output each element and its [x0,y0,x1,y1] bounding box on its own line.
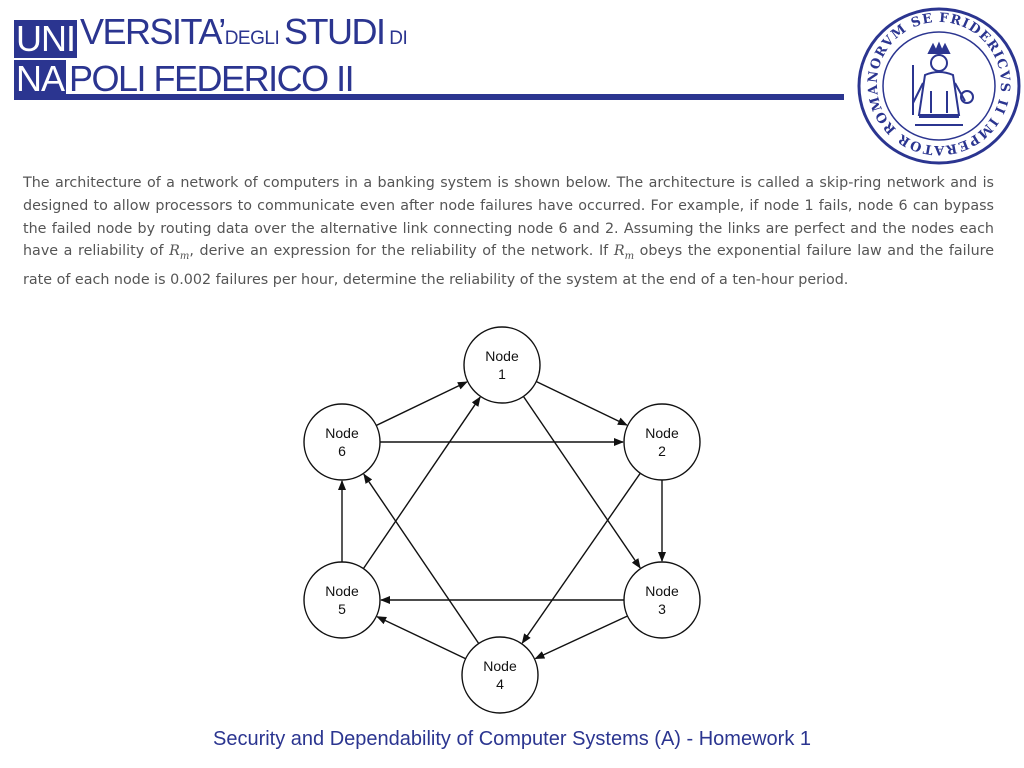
edge-2-to-4 [521,472,641,644]
node-number: 1 [498,366,506,382]
node-3: Node 3 [623,561,701,639]
node-circle [303,561,381,639]
node-circle [623,561,701,639]
reliability-symbol: Rm [613,243,635,263]
university-seal-icon: FRIDERICVS II IMPERATOR ROMANORVM SEMPER… [855,5,1021,165]
node-5: Node 5 [303,561,381,639]
node-4: Node 4 [461,636,539,714]
edge-3-to-4 [534,615,628,660]
node-6: Node 6 [303,403,381,481]
node-number: 2 [658,443,666,459]
node-label: Node [325,583,359,599]
node-number: 3 [658,601,666,617]
node-circle [461,636,539,714]
problem-statement: The architecture of a network of compute… [23,175,995,289]
node-circle [463,326,541,404]
header-divider [14,94,844,100]
edge-1-to-3 [522,396,641,569]
node-label: Node [483,658,517,674]
node-label: Node [485,348,519,364]
logo-box-na: NA [14,58,67,99]
node-label: Node [325,425,359,441]
node-number: 6 [338,443,346,459]
logo-box-uni: UNI [14,18,77,59]
node-circle [623,403,701,481]
node-label: Node [645,425,679,441]
logo-text-1: VERSITA’DEGLI STUDI DI [80,11,408,52]
logo-line-1: UNI VERSITA’DEGLI STUDI DI [14,13,408,59]
footer-title: Security and Dependability of Computer S… [212,728,811,750]
logo-line-2: NA POLI FEDERICO II [14,58,355,99]
node-circle [303,403,381,481]
edge-4-to-5 [376,616,467,660]
node-2: Node 2 [623,403,701,481]
node-number: 4 [496,676,504,692]
edge-1-to-2 [535,380,628,426]
edge-4-to-6 [363,473,480,644]
node-number: 5 [338,601,346,617]
node-label: Node [645,583,679,599]
logo-text-2: POLI FEDERICO II [69,58,355,99]
node-1: Node 1 [463,326,541,404]
reliability-symbol: Rm [169,243,190,263]
university-logo: UNI VERSITA’DEGLI STUDI DI NA POLI FEDER… [14,13,408,98]
edge-6-to-1 [375,381,468,427]
edge-5-to-1 [362,396,481,569]
